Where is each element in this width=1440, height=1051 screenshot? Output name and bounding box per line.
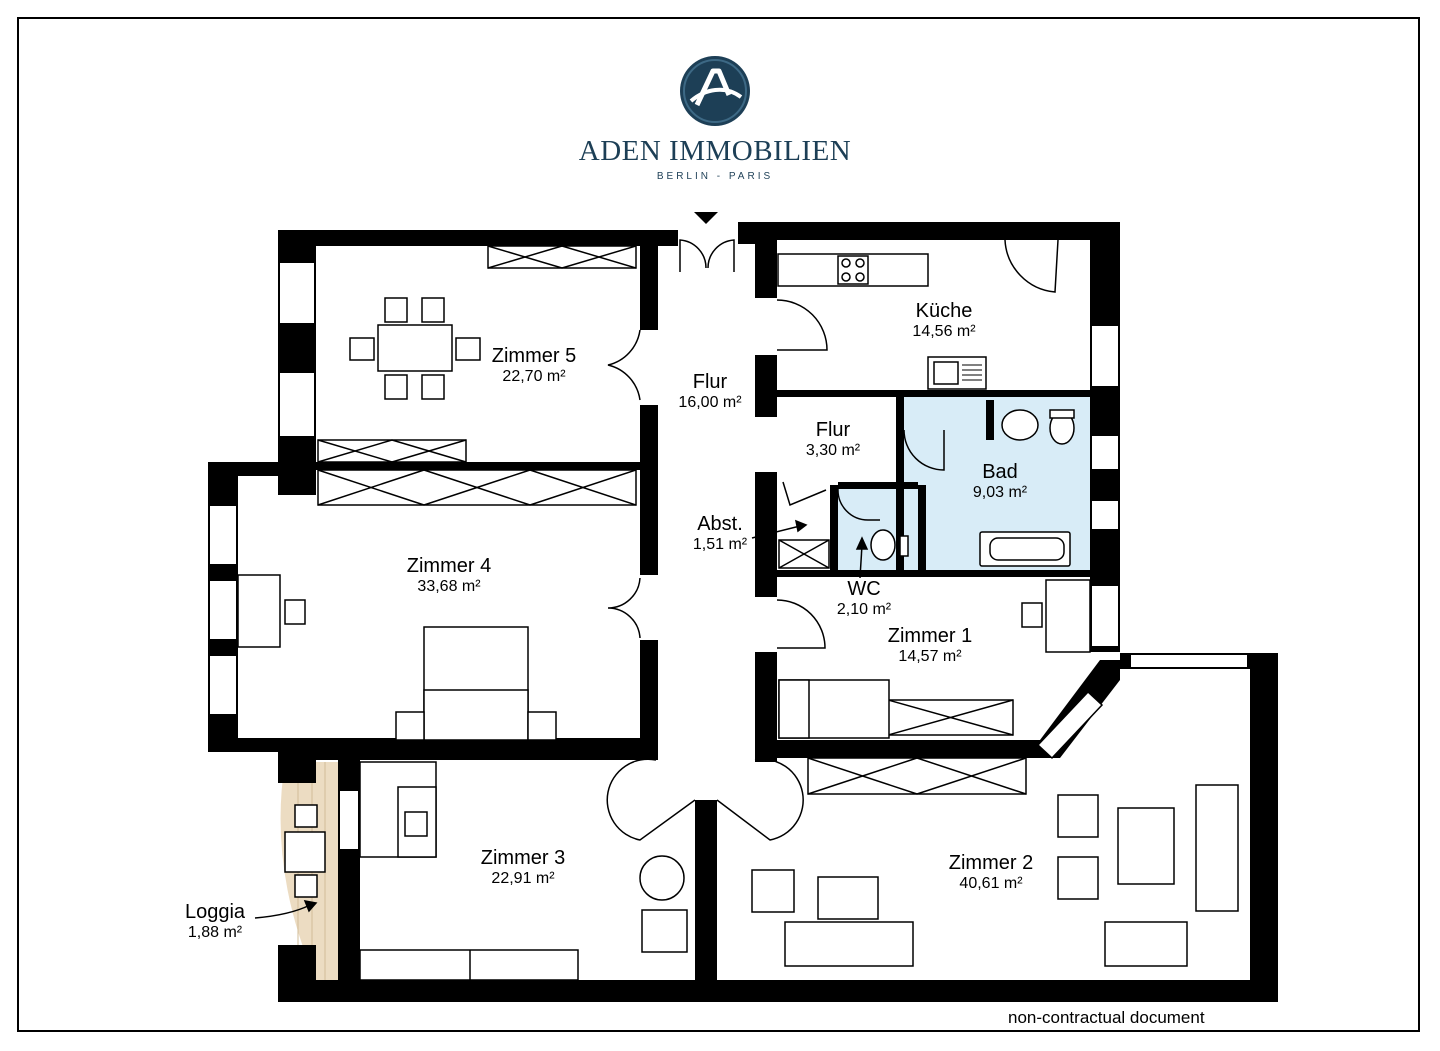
room-area: 1,51 m² <box>692 536 748 553</box>
room-abstellraum: Abst. 1,51 m² <box>693 513 747 554</box>
room-name: WC <box>847 578 881 600</box>
kitchen-fixtures <box>777 253 987 390</box>
room-area: 14,57 m² <box>898 648 962 665</box>
furniture <box>237 297 1239 967</box>
wardrobes <box>317 245 1027 981</box>
room-zimmer-3: Zimmer 3 22,91 m² <box>481 847 565 888</box>
room-name: Flur <box>692 371 728 393</box>
room-loggia: Loggia 1,88 m² <box>185 901 245 942</box>
page-frame <box>17 17 1420 1032</box>
room-area: 40,61 m² <box>959 875 1023 892</box>
room-zimmer-1: Zimmer 1 14,57 m² <box>888 625 972 666</box>
brand-tagline: BERLIN - PARIS <box>656 171 774 182</box>
bathroom-fixtures <box>870 409 1075 567</box>
room-flur-main: Flur 16,00 m² <box>678 371 741 412</box>
room-name: Abst. <box>697 513 743 535</box>
room-area: 1,88 m² <box>187 924 243 941</box>
room-bad: Bad 9,03 m² <box>973 461 1027 502</box>
room-area: 16,00 m² <box>678 394 742 411</box>
disclaimer-note: non-contractual document <box>1008 1008 1205 1027</box>
room-name: Zimmer 3 <box>480 847 566 869</box>
room-area: 9,03 m² <box>972 484 1028 501</box>
doors <box>340 239 1059 928</box>
room-name: Zimmer 5 <box>491 345 577 367</box>
room-name: Zimmer 2 <box>948 852 1034 874</box>
room-name: Küche <box>915 300 973 322</box>
room-name: Flur <box>815 419 851 441</box>
room-name: Loggia <box>184 901 246 923</box>
windows <box>208 261 1249 851</box>
brand-emblem-icon <box>680 56 750 126</box>
brand-logo: ADEN IMMOBILIEN BERLIN - PARIS <box>560 55 870 185</box>
label-arrows <box>254 519 869 919</box>
room-wc: WC 2,10 m² <box>837 578 891 619</box>
room-zimmer-2: Zimmer 2 40,61 m² <box>949 852 1033 893</box>
room-name: Zimmer 1 <box>887 625 973 647</box>
room-area: 33,68 m² <box>417 578 481 595</box>
room-zimmer-4: Zimmer 4 33,68 m² <box>407 555 491 596</box>
interior-walls <box>316 230 1120 985</box>
room-area: 2,10 m² <box>836 601 892 618</box>
room-area: 3,30 m² <box>805 442 861 459</box>
room-name: Zimmer 4 <box>406 555 492 577</box>
room-area: 14,56 m² <box>912 323 976 340</box>
room-kueche: Küche 14,56 m² <box>912 300 975 341</box>
room-area: 22,91 m² <box>491 870 555 887</box>
brand-name: ADEN IMMOBILIEN <box>578 135 852 167</box>
entrance-marker-icon <box>694 212 718 224</box>
room-name: Bad <box>982 461 1018 483</box>
room-zimmer-5: Zimmer 5 22,70 m² <box>492 345 576 386</box>
room-flur-small: Flur 3,30 m² <box>806 419 860 460</box>
room-area: 22,70 m² <box>502 368 566 385</box>
